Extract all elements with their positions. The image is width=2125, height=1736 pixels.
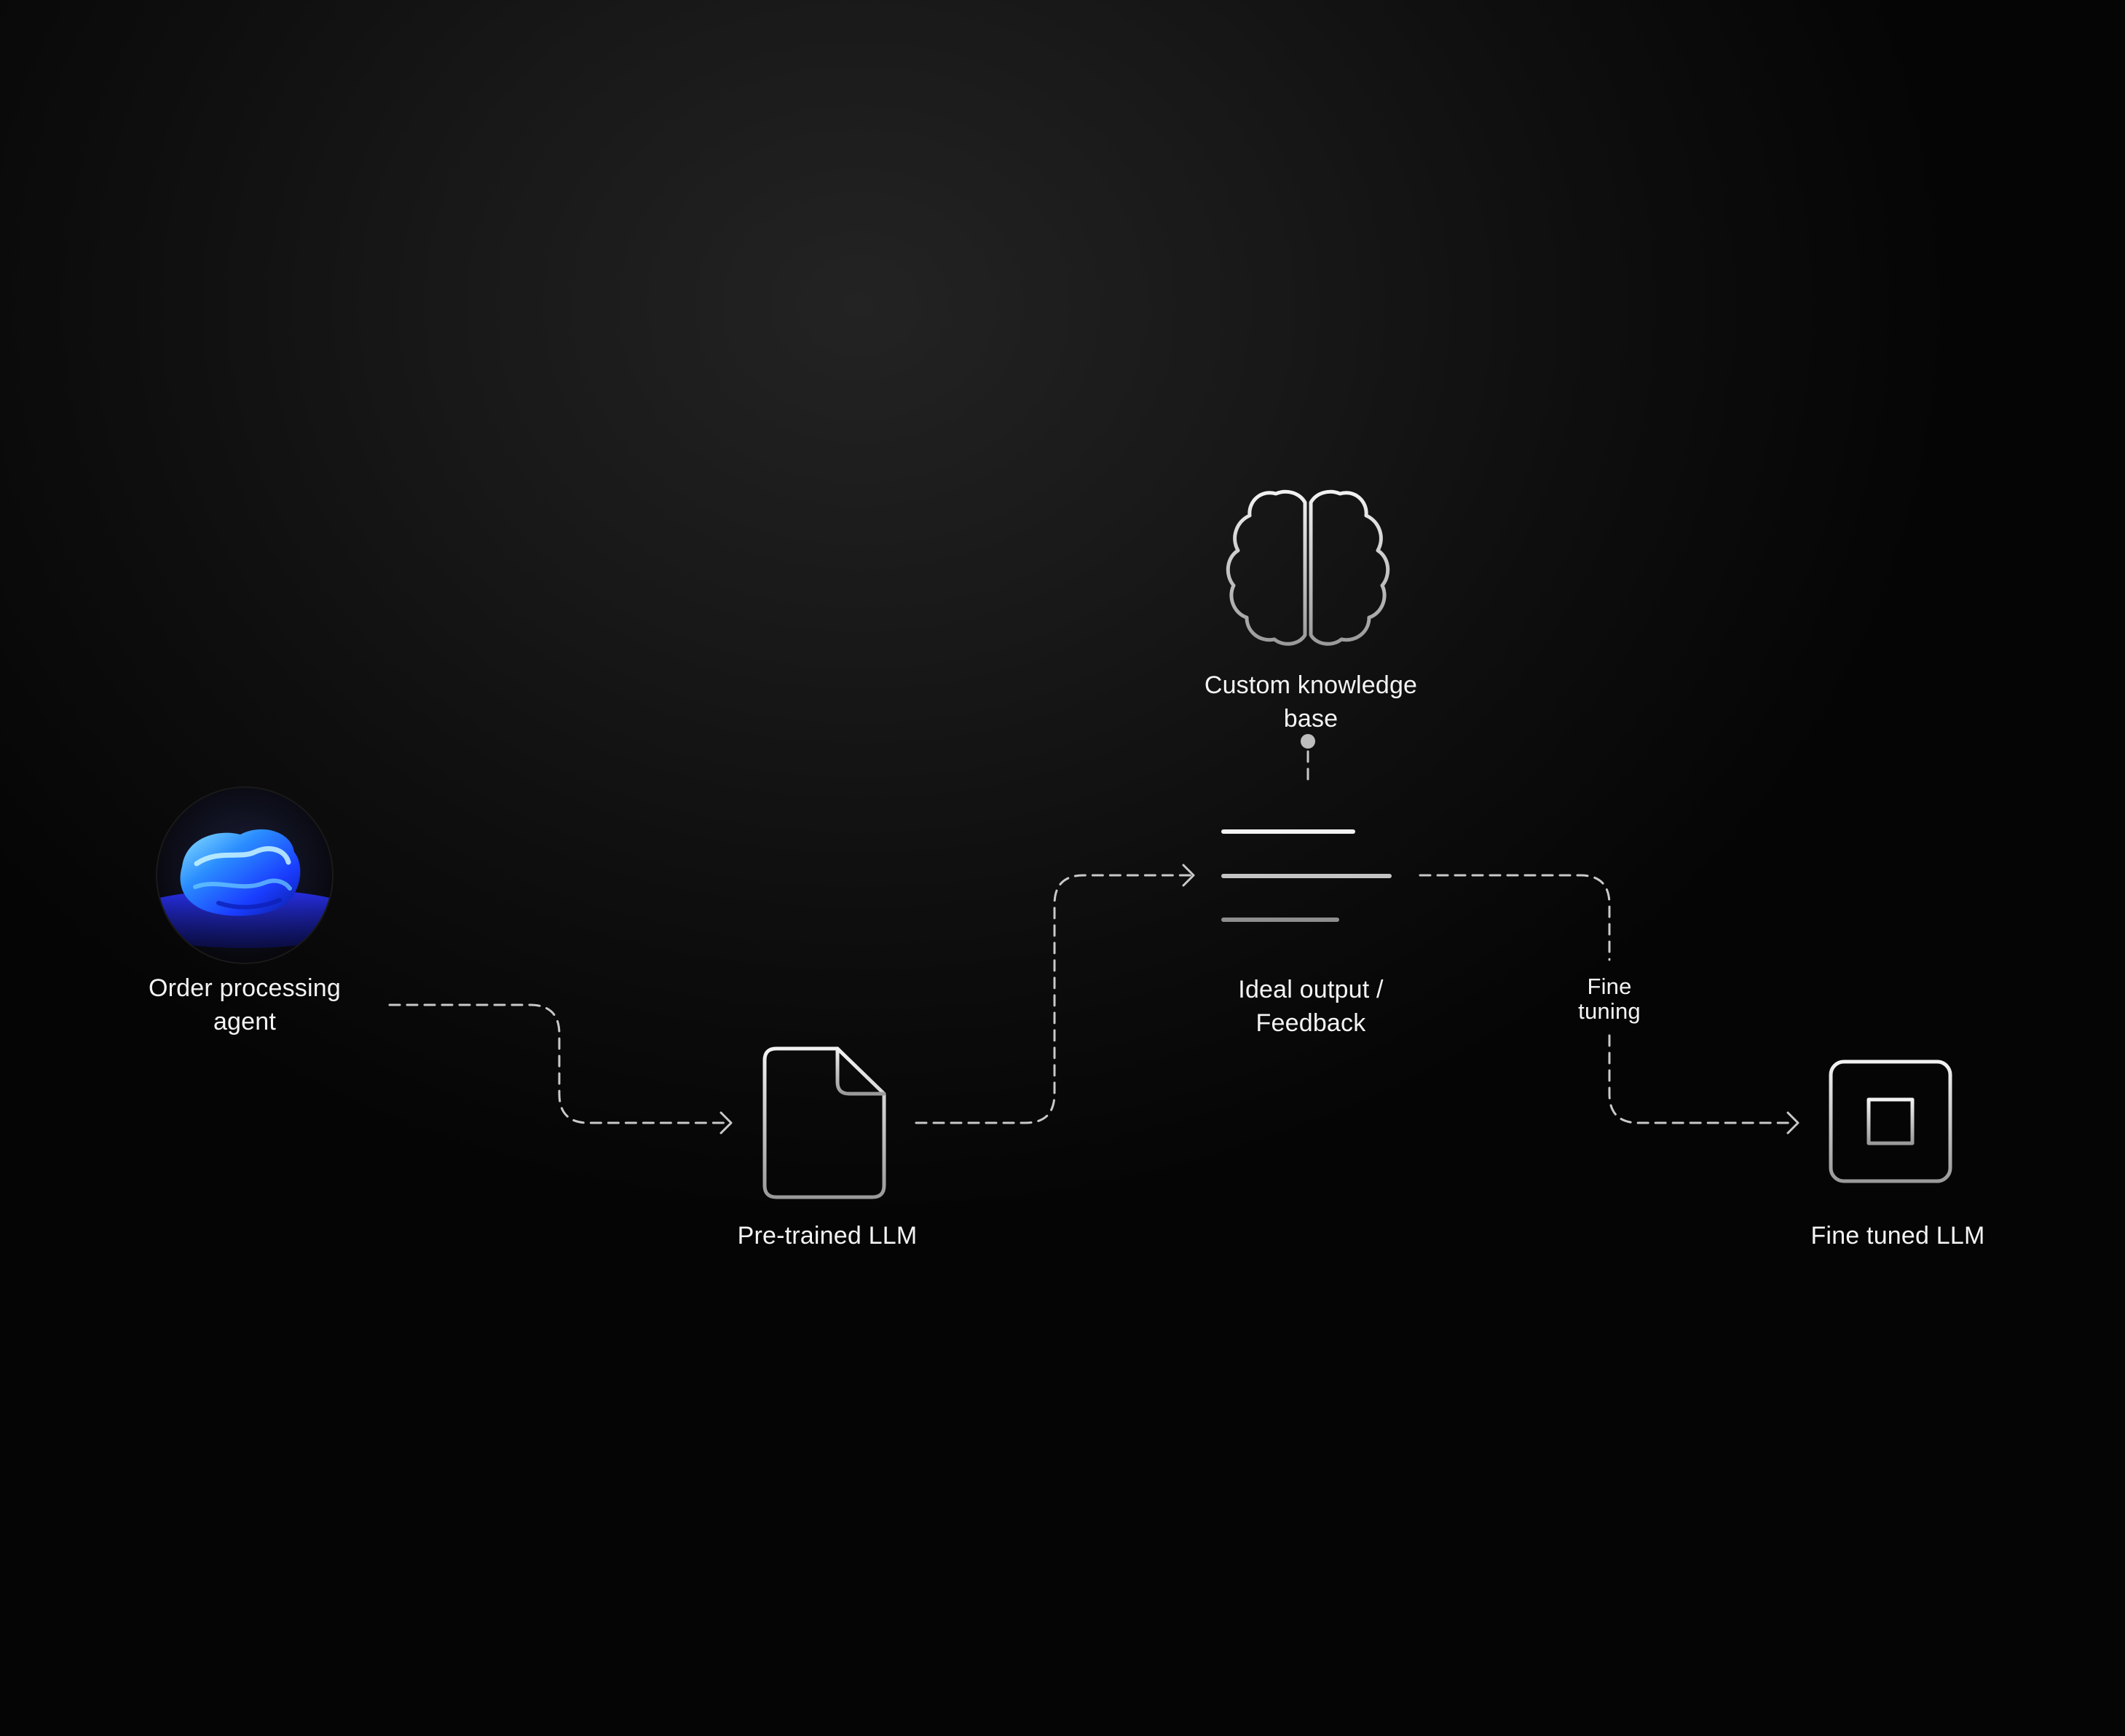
edge-pretrained-to-feedback — [915, 874, 1192, 1124]
fine-tuning-label: Fine tuning — [1578, 974, 1641, 1024]
agent-avatar — [156, 786, 334, 964]
feedback-label: Ideal output / Feedback — [1238, 976, 1384, 1037]
agent-label: Order processing agent — [149, 974, 341, 1035]
edge-agent-to-pretrained — [388, 1003, 730, 1124]
pretrained-label: Pre-trained LLM — [737, 1222, 918, 1250]
document-icon — [762, 1046, 886, 1199]
edge-finetuning-to-finetuned — [1608, 1034, 1797, 1124]
lines-icon — [1221, 829, 1392, 922]
knowledge-label: Custom knowledge base — [1204, 671, 1418, 733]
brain-icon — [1226, 489, 1390, 646]
knowledge-connector-dot — [1301, 734, 1315, 749]
edge-feedback-to-finetuning — [1419, 874, 1611, 961]
arrowhead-feedback — [1182, 864, 1195, 887]
chip-icon — [1814, 1045, 1967, 1198]
finetuned-label: Fine tuned LLM — [1810, 1222, 1985, 1250]
arrowhead-pretrained — [719, 1111, 733, 1135]
arrowhead-finetuned — [1786, 1111, 1799, 1135]
